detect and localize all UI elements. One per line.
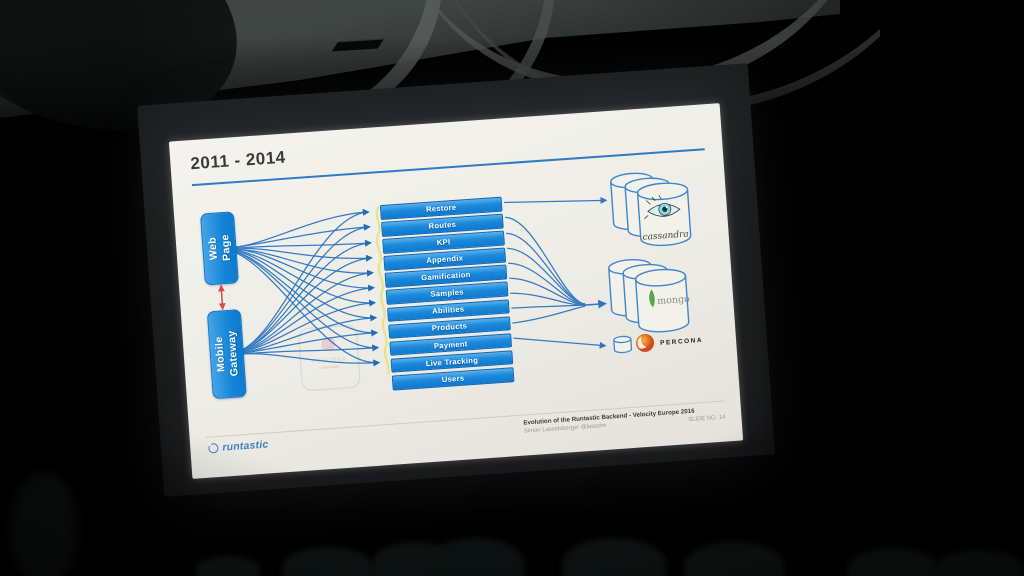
percona-label: PERCONA	[660, 337, 703, 347]
web-page-label: Web Page	[206, 234, 233, 262]
audience-seat	[848, 548, 940, 576]
sync-arrow-red	[218, 284, 226, 311]
percona-swirl-icon	[636, 333, 655, 352]
audience-seat	[934, 550, 1024, 576]
audience-seat	[196, 556, 260, 576]
runtastic-ring-icon	[208, 442, 219, 454]
audience-seat	[562, 538, 666, 576]
database-connectors	[503, 196, 608, 349]
web-page-node: Web Page	[199, 211, 239, 286]
audience-head	[12, 474, 76, 576]
service-stack: Restore Routes KPI Appendix Gamification…	[379, 196, 515, 391]
mongo-label: mongo	[657, 294, 691, 307]
ceiling-vent	[331, 38, 385, 52]
audience-seat	[684, 542, 784, 576]
mobile-gateway-label: Mobile Gateway	[213, 330, 241, 378]
mobile-gateway-node: Mobile Gateway	[206, 309, 247, 400]
percona-db-icon	[613, 335, 633, 354]
audience-seat	[428, 538, 524, 576]
presentation-slide: 2011 - 2014 PERCONA	[168, 103, 744, 479]
audience-seat	[282, 547, 374, 576]
